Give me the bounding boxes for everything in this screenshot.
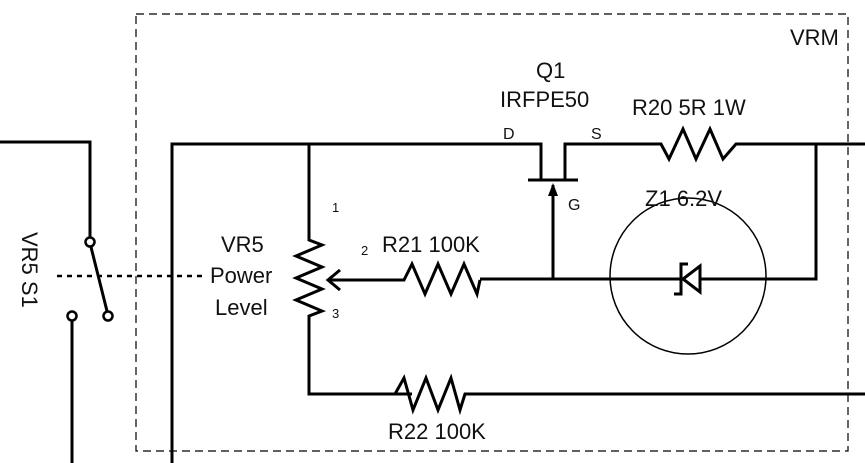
r21-resistor: [328, 260, 482, 299]
r21-label: R21 100K: [382, 232, 480, 257]
source-wire: [563, 142, 656, 163]
r20-label: R20 5R 1W: [632, 95, 746, 120]
vrm-boundary: [135, 13, 849, 452]
zener-right-wire: [700, 144, 818, 281]
vr5-wiper-arrow-icon: [325, 268, 341, 292]
vr5-pin-3: 3: [332, 306, 339, 321]
r22-resistor: [392, 373, 865, 416]
r22-label: R22 100K: [388, 419, 486, 444]
switch-terminal-a: [66, 310, 78, 322]
vr5-label-line2: Power: [210, 263, 272, 288]
q1-gate-arrow-icon: [548, 183, 558, 196]
z1-highlight-circle: [609, 197, 767, 355]
switch-blade: [89, 246, 109, 312]
q1-pin-d: D: [503, 126, 515, 143]
q1-part: IRFPE50: [500, 87, 589, 112]
vr5-pin-1: 1: [332, 200, 339, 215]
vr5-potentiometer: [292, 144, 412, 396]
switch-input-wire: [0, 140, 92, 237]
switch-terminal-b: [102, 310, 114, 322]
vrm-label: VRM: [790, 25, 839, 50]
r20-resistor: [656, 125, 865, 163]
q1-pin-s: S: [591, 126, 602, 143]
q1-ref: Q1: [536, 58, 565, 83]
vr5-label-line3: Level: [215, 295, 268, 320]
vr5-label-line1: VR5: [221, 232, 264, 257]
switch-label: VR5 S1: [17, 232, 42, 308]
switch-common-terminal: [84, 236, 96, 248]
z1-diode-icon: [680, 262, 702, 296]
vr5-pin-2: 2: [361, 243, 368, 258]
z1-label: Z1 6.2V: [645, 186, 722, 211]
q1-pin-g: G: [568, 197, 580, 214]
